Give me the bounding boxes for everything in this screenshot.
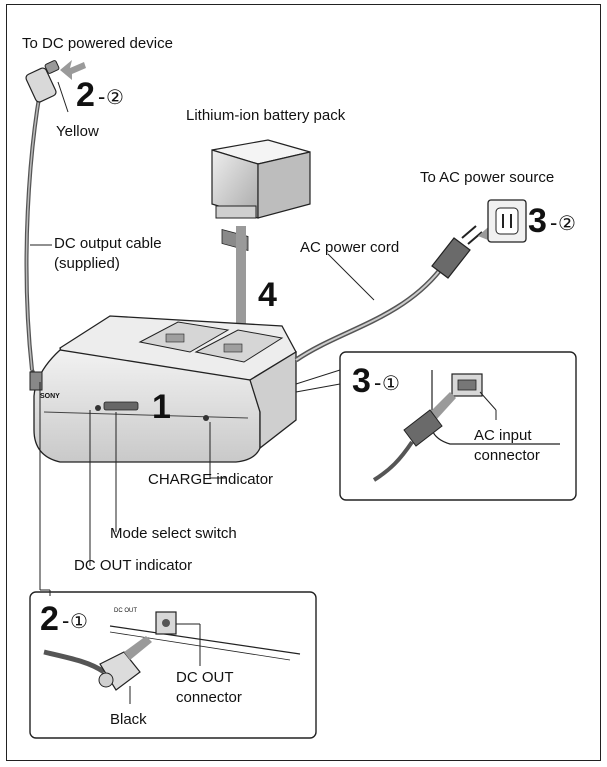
label-ac-power-cord: AC power cord [300, 239, 399, 256]
step-3-1-num: 3 [352, 362, 371, 400]
label-to-ac-source: To AC power source [420, 169, 554, 186]
label-dc-out-connector-2: connector [176, 689, 242, 706]
inset-dc-out: DC OUT [29, 591, 317, 739]
step-2-2-circle: ② [106, 85, 124, 109]
step-4: 4 [258, 276, 277, 314]
step-2-2-num: 2 [76, 76, 95, 114]
step-3-1-dash: - [374, 370, 381, 395]
callout-lines [39, 369, 341, 591]
step-3-2-num: 3 [528, 202, 547, 240]
charger-unit [29, 315, 297, 463]
arrow-to-dc-device [60, 60, 86, 80]
brand-logo: SONY [40, 393, 60, 400]
label-ac-input: AC input [474, 427, 532, 444]
step-2-1-circle: ① [70, 609, 88, 633]
label-black: Black [110, 711, 147, 728]
inset-ac-input [339, 351, 577, 501]
label-ac-input-connector: connector [474, 447, 540, 464]
step-3-2-dash: - [550, 210, 557, 235]
label-charge-indicator: CHARGE indicator [148, 471, 273, 488]
ac-plug [431, 225, 483, 279]
wall-outlet [487, 199, 527, 243]
step-2-2: 2 - ② [76, 76, 124, 114]
step-2-1-dash: - [62, 608, 69, 633]
step-1: 1 [152, 388, 171, 426]
label-yellow: Yellow [56, 123, 99, 140]
battery-pack [211, 139, 311, 251]
label-battery-pack: Lithium-ion battery pack [186, 107, 346, 124]
step-2-2-dash: - [98, 84, 105, 109]
label-to-dc-device: To DC powered device [22, 35, 173, 52]
ac-power-cord [294, 268, 442, 363]
dc-output-cable [24, 91, 48, 397]
label-mode-select-switch: Mode select switch [110, 525, 237, 542]
dc-plug-yellow [25, 60, 60, 103]
step-3-1-circle: ① [382, 371, 400, 395]
step-3-2: 3 - ② [528, 202, 576, 240]
label-dc-out-connector: DC OUT [176, 669, 234, 686]
step-3-2-circle: ② [558, 211, 576, 235]
label-dc-output-cable-supplied: (supplied) [54, 255, 120, 272]
panel-print: DC OUT [114, 608, 137, 614]
step-3-1: 3 - ① [352, 362, 400, 400]
label-dc-output-cable: DC output cable [54, 235, 162, 252]
label-dc-out-indicator: DC OUT indicator [74, 557, 192, 574]
step-2-1: 2 - ① [40, 600, 88, 638]
step-2-1-num: 2 [40, 600, 59, 638]
